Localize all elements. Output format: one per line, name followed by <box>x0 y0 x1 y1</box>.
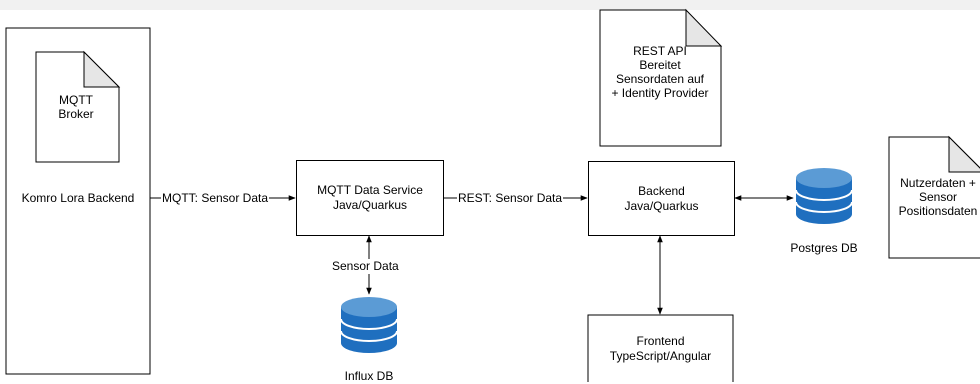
rest-api-line-3: Sensordaten auf <box>615 72 705 86</box>
user-data-line-1: Nutzerdaten + <box>900 176 976 190</box>
backend-box[interactable]: Backend Java/Quarkus <box>588 161 735 236</box>
user-data-note-fold <box>948 135 980 173</box>
influx-db-icon[interactable] <box>340 297 398 353</box>
mqtt-broker-note-fold <box>83 50 121 88</box>
frontend-box-text: Frontend TypeScript/Angular <box>588 334 733 364</box>
rest-api-note-text: REST API Bereitet Sensordaten auf + Iden… <box>600 44 720 100</box>
edge-rest-sensor-data-label: REST: Sensor Data <box>457 191 564 206</box>
frontend-tech: TypeScript/Angular <box>609 349 712 363</box>
user-data-line-3: Positionsdaten <box>898 204 978 218</box>
user-data-note-text: Nutzerdaten + Sensor Positionsdaten <box>888 176 980 218</box>
user-data-line-2: Sensor <box>918 190 958 204</box>
mqtt-data-service-box[interactable]: MQTT Data Service Java/Quarkus <box>296 160 444 236</box>
canvas-top-strip <box>0 0 980 10</box>
mqtt-broker-line-2: Broker <box>58 107 94 121</box>
rest-api-note-fold <box>685 8 723 47</box>
mqtt-broker-note-text: MQTT Broker <box>40 93 112 121</box>
backend-title: Backend <box>638 183 685 198</box>
edge-sensor-data-label: Sensor Data <box>331 259 400 274</box>
rest-api-line-2: Bereitet <box>639 58 681 72</box>
mqtt-data-service-tech: Java/Quarkus <box>332 198 408 212</box>
rest-api-line-4: + Identity Provider <box>611 86 709 100</box>
edge-mqtt-sensor-data-label: MQTT: Sensor Data <box>161 191 270 206</box>
influx-db-label: Influx DB <box>344 369 394 383</box>
mqtt-broker-line-1: MQTT <box>59 93 93 107</box>
postgres-db-label: Postgres DB <box>790 241 858 255</box>
postgres-db-icon[interactable] <box>795 168 853 224</box>
rest-api-line-1: REST API <box>633 44 687 58</box>
frontend-title: Frontend <box>636 334 685 348</box>
komro-lora-backend-label: Komro Lora Backend <box>21 191 135 205</box>
frontend-box[interactable] <box>587 314 734 382</box>
mqtt-data-service-title: MQTT Data Service <box>317 183 423 197</box>
backend-tech: Java/Quarkus <box>624 198 699 213</box>
